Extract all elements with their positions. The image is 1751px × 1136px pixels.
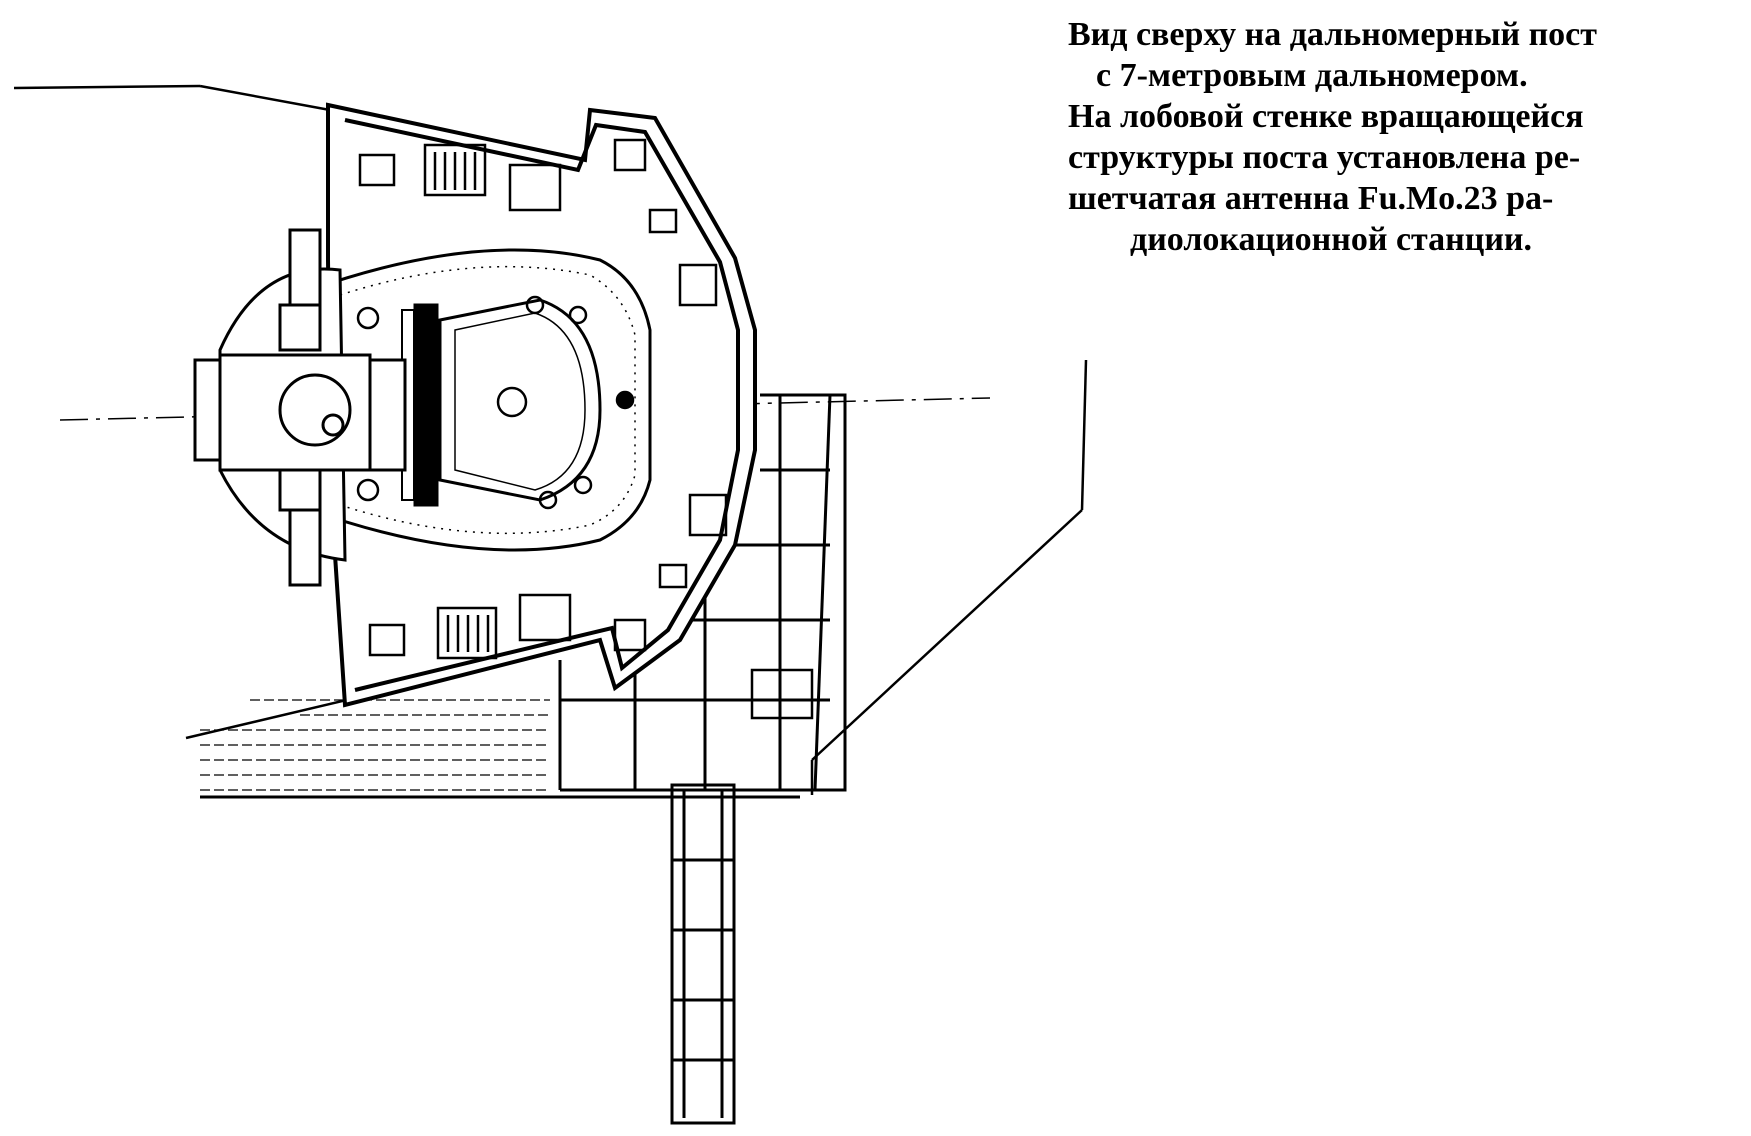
ladder [670, 783, 736, 1125]
rangefinder-housing [309, 248, 652, 552]
caption-line-5: шетчатая антенна Fu.Mo.23 ра- [1068, 180, 1554, 217]
rotating-head [193, 228, 407, 587]
hatched-deck [200, 699, 800, 799]
caption-line-1: Вид сверху на дальномерный пост [1068, 16, 1597, 53]
caption-line-3: На лобовой стенке вращающейся [1068, 98, 1584, 135]
drawing-caption: Вид сверху на дальномерный пост с 7-метр… [1068, 14, 1738, 260]
deck-equipment [358, 138, 814, 720]
round-fittings [356, 295, 635, 510]
caption-line-2: с 7-метровым дальномером. [1096, 57, 1528, 94]
caption-line-6: диолокационной станции. [1130, 221, 1533, 258]
caption-line-4: структуры поста установлена ре- [1068, 139, 1581, 176]
